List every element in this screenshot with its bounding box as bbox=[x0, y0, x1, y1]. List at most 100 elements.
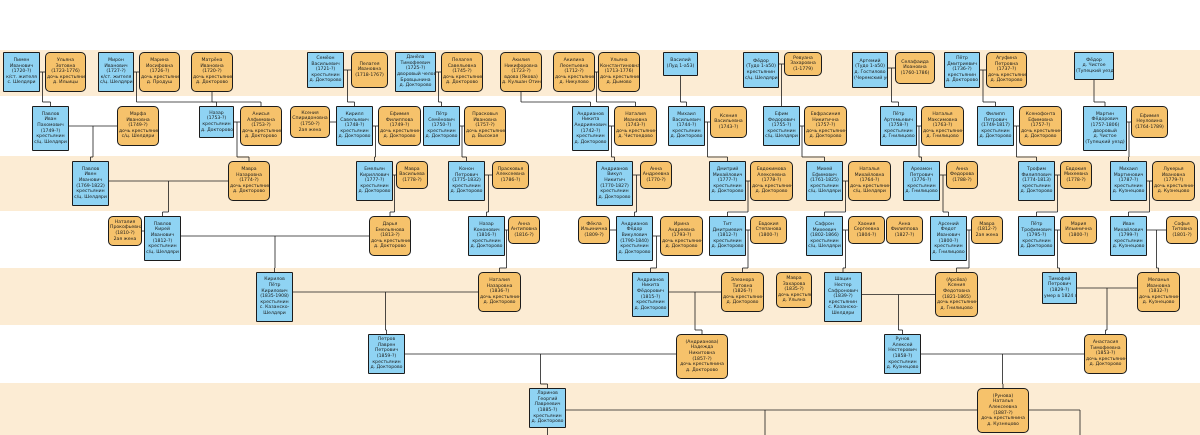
person-text-line: (1813-?) bbox=[380, 233, 400, 239]
person-card-g1p[interactable]: Артемий(Тудо 1-а50)д. Гостилово(Черемски… bbox=[852, 52, 888, 88]
person-text-line: с/ц. Шелдяри bbox=[100, 80, 133, 86]
person-text-line: Ксения bbox=[947, 283, 966, 289]
person-card-g4o[interactable]: Мавра(1812-?)2ая жена bbox=[971, 216, 1003, 244]
person-text-line: (1723-?) bbox=[511, 69, 531, 75]
person-text-line: Ефимович bbox=[812, 172, 837, 178]
person-text-line: Васильевна bbox=[714, 119, 743, 125]
person-text-line: Меланья bbox=[1147, 278, 1169, 284]
person-card-g1m[interactable]: Василий(Луд 1-а53) bbox=[663, 52, 698, 76]
